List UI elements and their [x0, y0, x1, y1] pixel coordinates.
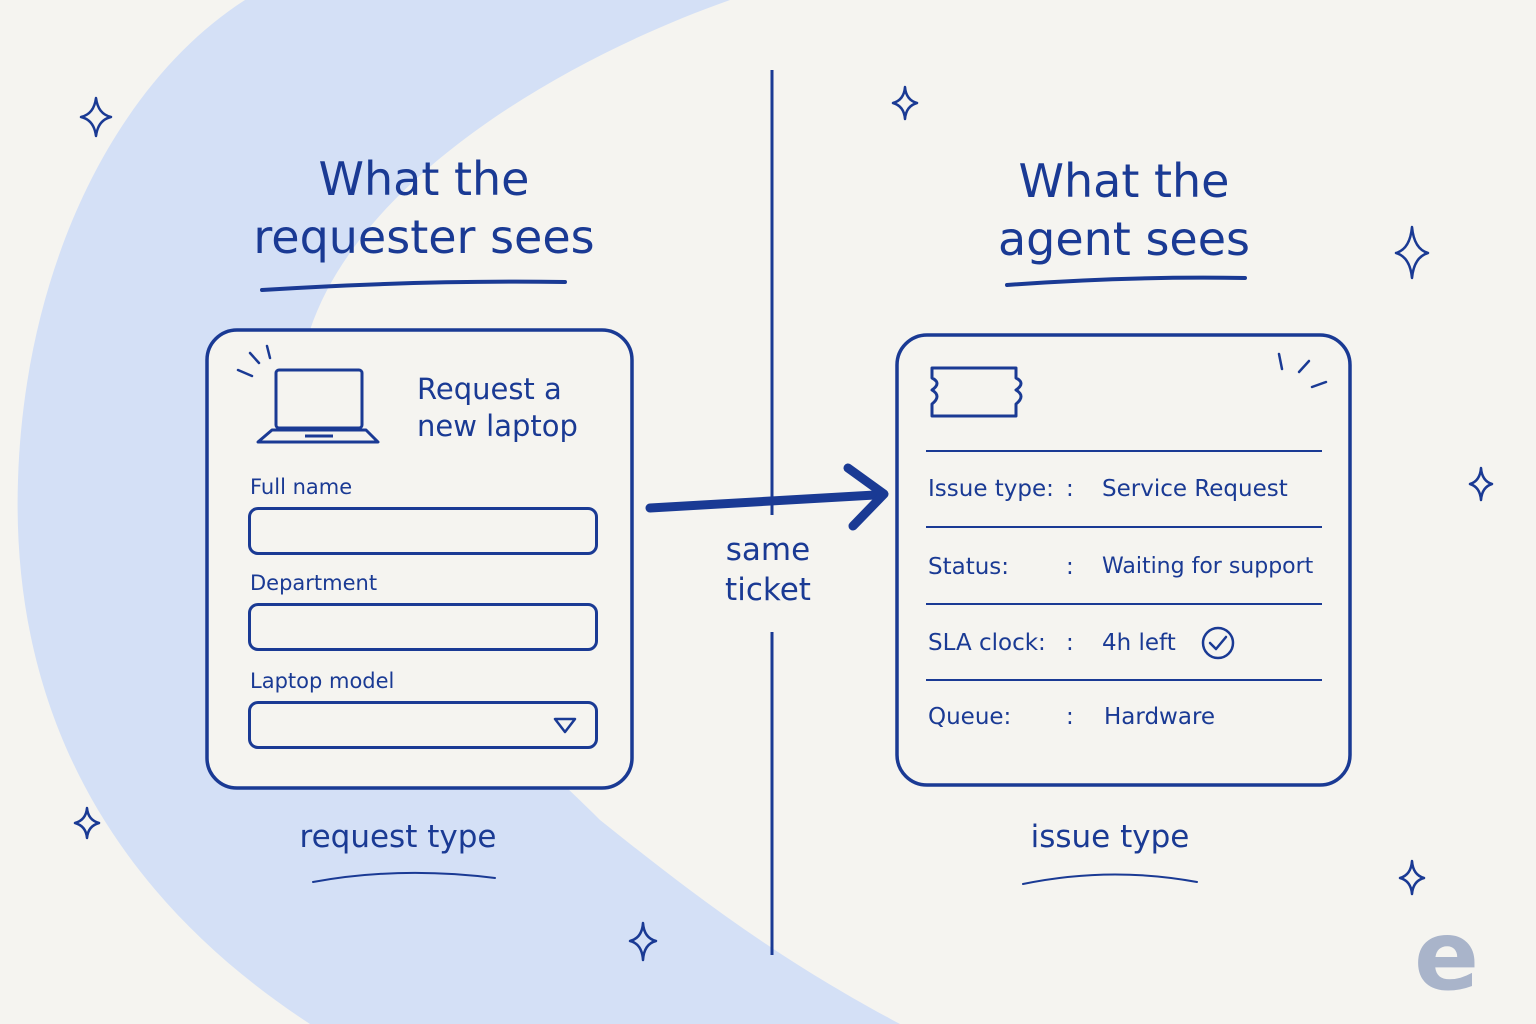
full-name-input[interactable]: [248, 507, 598, 555]
connector-line1: same: [725, 532, 811, 568]
left-title-line2: requester sees: [253, 210, 595, 264]
card-row-dividers: [926, 450, 1322, 681]
department-label: Department: [250, 571, 378, 595]
ticket-icon: [930, 366, 1023, 418]
form-title: Request a new laptop: [417, 371, 578, 445]
brand-logo: e: [1414, 900, 1480, 1012]
row-separator: :: [1066, 554, 1074, 580]
arrow-right-icon: [645, 463, 889, 531]
status-value: Waiting for support: [1102, 554, 1314, 579]
sla-clock-label: SLA clock:: [928, 630, 1046, 656]
form-title-line1: Request a: [417, 372, 562, 406]
right-panel-title: What the agent sees: [944, 152, 1304, 268]
sparkle-icon: [891, 85, 919, 121]
laptop-icon: [236, 344, 380, 444]
left-panel-title: What the requester sees: [224, 150, 624, 266]
right-title-line1: What the: [1018, 154, 1230, 208]
form-title-line2: new laptop: [417, 409, 578, 443]
queue-value: Hardware: [1104, 704, 1216, 730]
request-form-card: [205, 328, 634, 790]
sla-clock-value: 4h left: [1102, 630, 1176, 656]
row-separator: :: [1066, 630, 1074, 656]
laptop-model-select[interactable]: [248, 701, 598, 749]
row-separator: :: [1066, 704, 1074, 730]
chevron-down-icon: [553, 717, 577, 734]
sparkle-icon: [79, 96, 113, 138]
department-input[interactable]: [248, 603, 598, 651]
full-name-label: Full name: [250, 475, 353, 499]
sparkle-icon: [1468, 466, 1494, 502]
connector-line2: ticket: [725, 572, 811, 608]
sparkle-icons: [73, 85, 1494, 962]
left-title-line1: What the: [318, 152, 530, 206]
laptop-model-label: Laptop model: [250, 669, 395, 693]
spark-lines: [1277, 352, 1328, 389]
right-caption: issue type: [1030, 819, 1190, 855]
queue-label: Queue:: [928, 704, 1012, 730]
status-label: Status:: [928, 554, 1010, 580]
right-caption-underline: [1022, 873, 1198, 885]
left-title-underline: [260, 279, 567, 292]
issue-type-value: Service Request: [1102, 476, 1288, 502]
right-title-underline: [1005, 275, 1247, 287]
sparkle-icon: [1394, 225, 1430, 280]
check-circle-icon: [1201, 626, 1235, 660]
left-caption: request type: [299, 819, 497, 855]
sparkle-icon: [1398, 859, 1426, 896]
right-title-line2: agent sees: [997, 212, 1251, 266]
row-separator: :: [1066, 476, 1074, 502]
sparkle-icon: [73, 806, 101, 840]
left-caption-underline: [312, 871, 496, 883]
agent-ticket-card: [895, 333, 1352, 787]
sparkle-icon: [628, 921, 658, 962]
connector-label: same ticket: [700, 530, 836, 610]
issue-type-label: Issue type:: [928, 476, 1054, 502]
